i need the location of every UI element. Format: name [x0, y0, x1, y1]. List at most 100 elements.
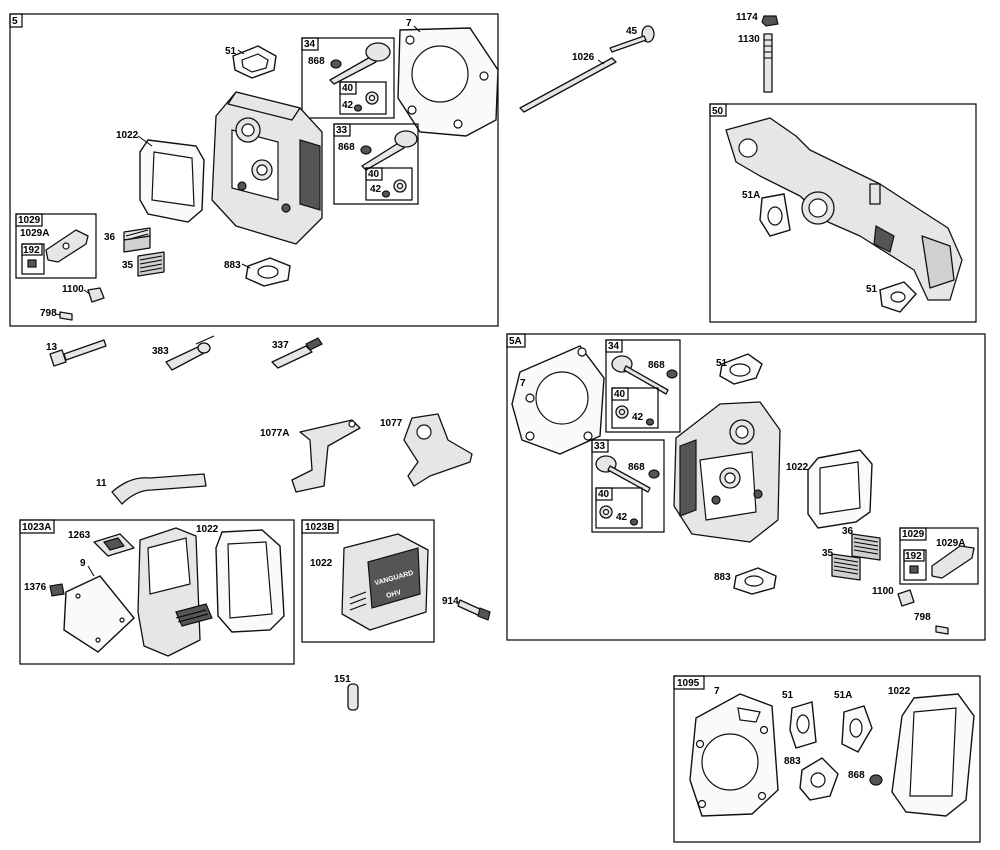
exhaust-valve[interactable]	[361, 141, 405, 171]
callout-9: 9	[80, 558, 86, 569]
group-1029-frame	[899, 527, 979, 585]
group-1023A-rocker-cover-kit[interactable]: 1023A 1263 9 1376 1022	[19, 519, 295, 665]
callout-1174: 1174	[736, 12, 758, 23]
callout-1100: 1100	[62, 284, 84, 295]
rocker-arm[interactable]	[931, 545, 975, 579]
group-33-label: 33	[336, 125, 348, 136]
group-192-label: 192	[23, 245, 40, 256]
callout-1022: 1022	[310, 558, 333, 569]
callout-868: 868	[628, 462, 645, 473]
callout-1376: 1376	[24, 582, 47, 593]
cylinder-head[interactable]	[673, 401, 781, 543]
group-40-label: 40	[368, 169, 380, 180]
cylinder-head[interactable]	[211, 91, 323, 245]
group-5A-label: 5A	[509, 336, 522, 347]
callout-883: 883	[714, 572, 731, 583]
intake-valve[interactable]	[329, 55, 377, 85]
intake-valve[interactable]	[623, 365, 669, 395]
group-5-cylinder-head-assembly[interactable]: 5 51 7 34 868 40 42 33 868	[9, 13, 499, 327]
callout-45: 45	[626, 26, 638, 37]
callout-868: 868	[848, 770, 865, 781]
callout-337: 337	[272, 340, 289, 351]
callout-1022: 1022	[786, 462, 809, 473]
callout-42: 42	[632, 412, 644, 423]
group-50-frame	[709, 103, 977, 323]
group-5-frame	[9, 13, 499, 327]
group-1029-label: 1029	[18, 215, 41, 226]
group-1023B-label: 1023B	[305, 522, 334, 533]
group-1023B-frame	[301, 519, 435, 643]
group-192-label: 192	[905, 551, 922, 562]
group-33-frame	[333, 123, 419, 205]
valve-spring-36[interactable]	[851, 533, 881, 561]
screw-798[interactable]	[59, 311, 73, 321]
screw-798[interactable]	[935, 625, 949, 635]
valve-spring-36[interactable]	[123, 227, 151, 253]
group-1029-frame	[15, 213, 97, 279]
group-5-tag	[9, 13, 23, 28]
callout-1077: 1077	[380, 418, 403, 429]
group-1095-gasket-set[interactable]: 1095 7 51 51A 1022 883 868	[673, 675, 981, 843]
dowel-pin-151[interactable]: 151	[334, 674, 359, 711]
group-1095-label: 1095	[677, 678, 700, 689]
group-40-label: 40	[614, 389, 626, 400]
callout-883: 883	[224, 260, 241, 271]
callout-42: 42	[342, 100, 354, 111]
callout-1100: 1100	[872, 586, 894, 597]
group-34-label: 34	[304, 39, 316, 50]
cover-plate-9[interactable]	[63, 575, 135, 653]
callout-13: 13	[46, 342, 58, 353]
group-50-intake-manifold[interactable]: 50 51A 51	[709, 103, 977, 323]
valve-seal-868[interactable]	[869, 774, 883, 786]
callout-883: 883	[784, 756, 801, 767]
bracket-1077A[interactable]: 1077A	[260, 419, 361, 493]
rocker-cover-vanguard[interactable]: VANGUARD OHV	[341, 533, 429, 631]
group-1023B-rocker-cover[interactable]: 1023B VANGUARD OHV 1022	[301, 519, 435, 643]
callout-11: 11	[96, 478, 107, 489]
callout-868: 868	[648, 360, 665, 371]
callout-35: 35	[822, 548, 834, 559]
bolt-13[interactable]: 13	[46, 339, 107, 367]
callout-1022: 1022	[888, 686, 911, 697]
bracket-1077[interactable]: 1077	[380, 413, 473, 487]
group-34-frame	[605, 339, 681, 433]
valve-spring-35[interactable]	[137, 251, 165, 277]
callout-7: 7	[714, 686, 720, 697]
group-1023A-frame	[19, 519, 295, 665]
valve-spring-35[interactable]	[831, 553, 861, 581]
callout-868: 868	[338, 142, 355, 153]
stud-1130[interactable]: 1130	[738, 33, 773, 93]
rocker-nut-1100[interactable]	[897, 589, 915, 607]
callout-35: 35	[122, 260, 134, 271]
group-33-frame	[591, 439, 665, 533]
rocker-nut-1100[interactable]	[87, 287, 105, 303]
callout-36: 36	[104, 232, 116, 243]
breather-383[interactable]: 383	[152, 335, 215, 371]
callout-51A: 51A	[834, 690, 852, 701]
group-5A-frame	[506, 333, 986, 641]
callout-1029A: 1029A	[20, 228, 49, 239]
callout-1077A: 1077A	[260, 428, 289, 439]
callout-1130: 1130	[738, 34, 760, 45]
hose-11[interactable]: 11	[96, 473, 207, 505]
push-rod-1026[interactable]: 1026	[519, 52, 617, 113]
spark-plug-337[interactable]: 337	[271, 337, 323, 369]
callout-51: 51	[225, 46, 237, 57]
callout-36: 36	[842, 526, 854, 537]
valve-45[interactable]: 45	[609, 25, 655, 53]
exhaust-valve[interactable]	[607, 465, 651, 493]
group-34-label: 34	[608, 341, 620, 352]
group-40-label: 40	[598, 489, 610, 500]
group-5A-cylinder-head-assembly[interactable]: 5A 7 34 868 40 42 51 33 868 40	[506, 333, 986, 641]
callout-1263: 1263	[68, 530, 91, 541]
callout-798: 798	[914, 612, 931, 623]
callout-1026: 1026	[572, 52, 595, 63]
group-33-label: 33	[594, 441, 606, 452]
bolt-914[interactable]: 914	[442, 596, 491, 621]
screw-1376[interactable]	[49, 583, 65, 597]
rocker-cover[interactable]	[137, 527, 213, 657]
nut-1174[interactable]: 1174	[736, 12, 779, 27]
callout-7: 7	[406, 18, 412, 29]
group-1023A-label: 1023A	[22, 522, 51, 533]
